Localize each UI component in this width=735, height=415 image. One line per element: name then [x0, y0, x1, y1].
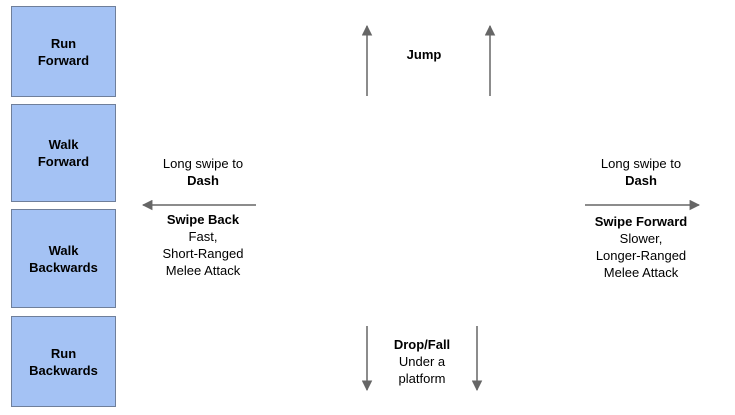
right-dash-text: Long swipe to Dash: [581, 155, 701, 189]
swipe-forward-desc-1: Slower,: [619, 231, 663, 246]
left-dash-text: Long swipe to Dash: [143, 155, 263, 189]
jump-label: Jump: [406, 47, 442, 62]
swipe-forward-desc-3: Melee Attack: [603, 265, 679, 280]
swipe-forward-text: Swipe Forward Slower, Longer-Ranged Mele…: [576, 213, 706, 281]
swipe-back-desc-2: Short-Ranged: [162, 246, 244, 261]
left-dash-prefix: Long swipe to: [162, 156, 244, 171]
right-dash-word: Dash: [625, 173, 657, 188]
swipe-back-title: Swipe Back: [166, 212, 240, 227]
swipe-forward-title: Swipe Forward: [594, 214, 688, 229]
swipe-back-desc-3: Melee Attack: [165, 263, 241, 278]
drop-fall-desc-2: platform: [398, 371, 446, 386]
swipe-back-text: Swipe Back Fast, Short-Ranged Melee Atta…: [138, 211, 268, 279]
drop-fall-desc-1: Under a: [398, 354, 446, 369]
walk-backwards-box: Walk Backwards: [11, 209, 116, 308]
drop-fall-text: Drop/Fall Under a platform: [372, 336, 472, 387]
swipe-forward-desc-2: Longer-Ranged: [595, 248, 687, 263]
left-dash-word: Dash: [187, 173, 219, 188]
run-backwards-box: Run Backwards: [11, 316, 116, 407]
run-forward-box: Run Forward: [11, 6, 116, 97]
drop-fall-title: Drop/Fall: [393, 337, 451, 352]
right-dash-prefix: Long swipe to: [600, 156, 682, 171]
walk-forward-box: Walk Forward: [11, 104, 116, 202]
swipe-back-desc-1: Fast,: [188, 229, 218, 244]
